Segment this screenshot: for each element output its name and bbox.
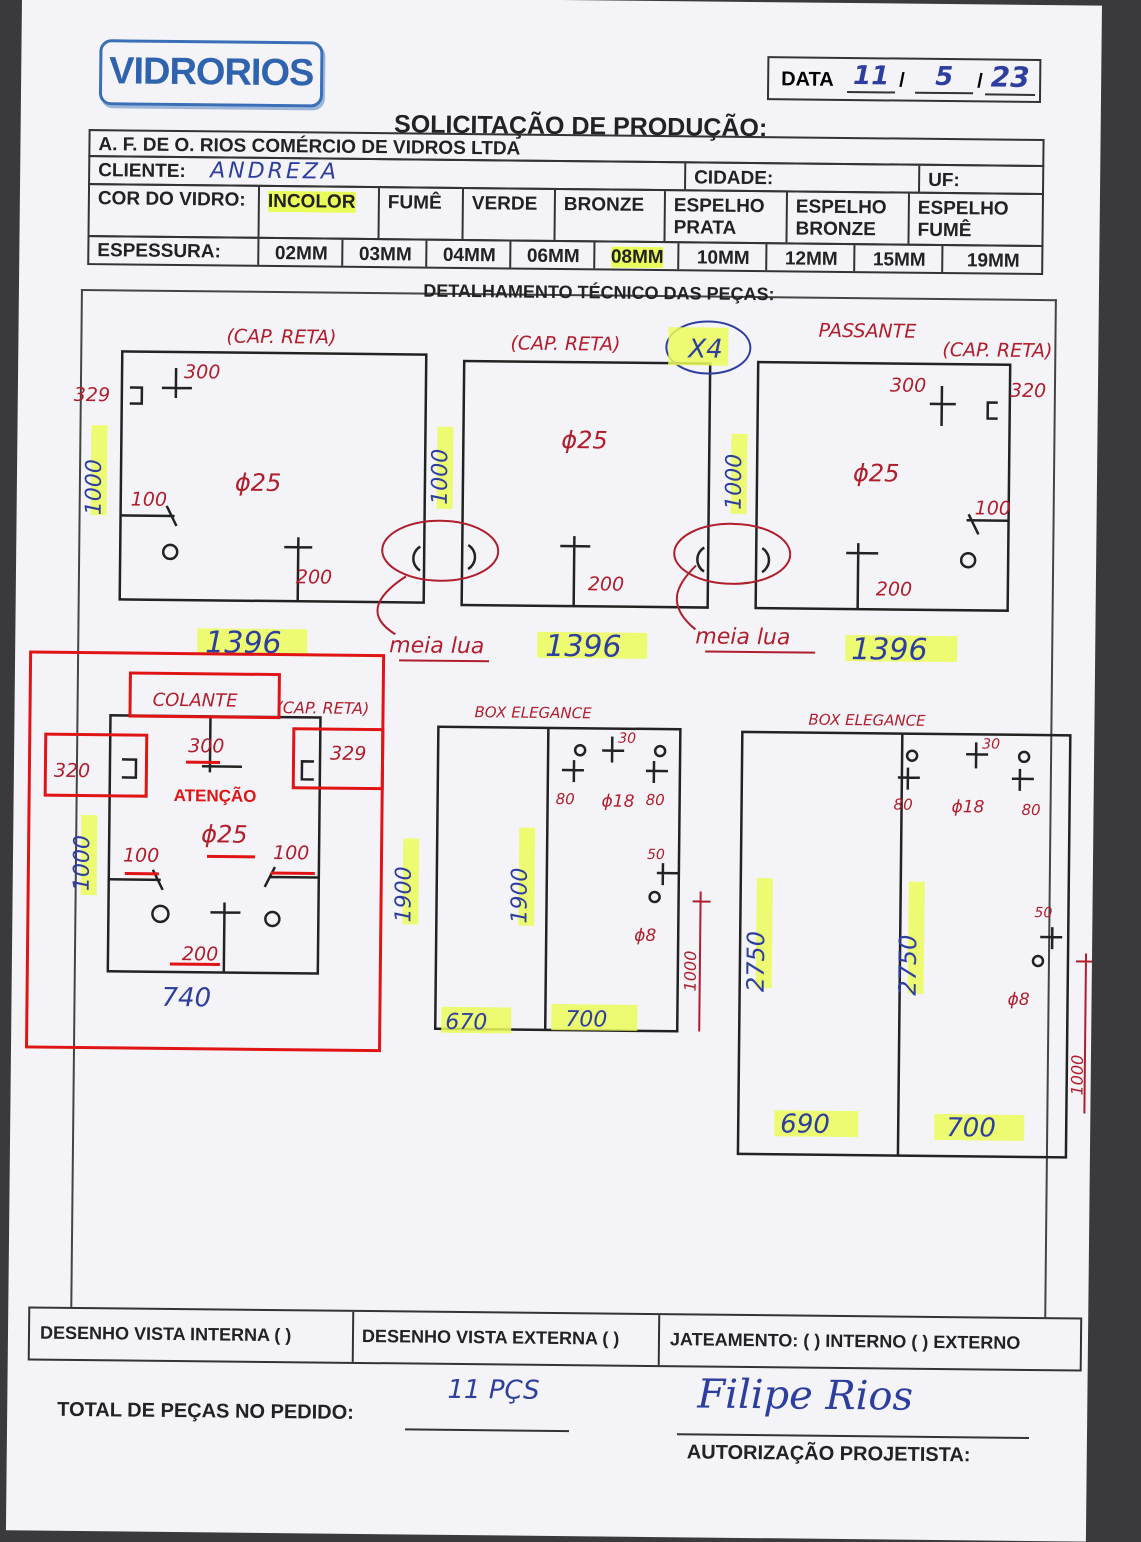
attention-label: ATENÇÃO <box>174 786 257 807</box>
footer-internal-view: DESENHO VISTA INTERNA ( ) <box>40 1323 292 1347</box>
attention-colante-box <box>128 672 280 720</box>
p3-note2: (CAP. RETA) <box>942 339 1052 362</box>
authorization-label: AUTORIZAÇÃO PROJETISTA: <box>687 1441 971 1467</box>
p6-hole: ϕ18 <box>951 797 984 817</box>
signature: Filipe Rios <box>697 1371 913 1419</box>
p3-width: 1396 <box>851 632 928 668</box>
p6-m80a: 80 <box>893 796 912 814</box>
p1-m2: 329 <box>74 384 110 406</box>
attention-right-hinge-box <box>292 727 385 790</box>
p5-hole2: ϕ8 <box>634 926 656 946</box>
piece-5-outline <box>435 727 680 1032</box>
p3-m4: 200 <box>876 578 912 600</box>
p1-height: 1000 <box>82 459 108 515</box>
p2-m4: 200 <box>588 573 624 595</box>
total-pieces-value: 11 PÇS <box>447 1375 539 1406</box>
p6-m50: 50 <box>1034 905 1052 921</box>
p3-hole: ϕ25 <box>853 459 900 487</box>
p1-m1: 300 <box>184 361 220 383</box>
p1-note: (CAP. RETA) <box>226 326 336 349</box>
p5-m30: 30 <box>618 731 636 747</box>
p2-width: 1396 <box>545 629 622 665</box>
piece-2-outline <box>462 361 711 608</box>
p5-m80a: 80 <box>556 790 575 808</box>
p6-hole2: ϕ8 <box>1007 990 1029 1010</box>
p6-m80b: 80 <box>1021 801 1040 819</box>
p2-hole: ϕ25 <box>561 426 608 454</box>
p6-note: BOX ELEGANCE <box>808 711 926 730</box>
half-moon-label-2: meia lua <box>695 624 790 650</box>
footer-external-view: DESENHO VISTA EXTERNA ( ) <box>362 1326 620 1350</box>
p5-width-b: 700 <box>565 1007 607 1032</box>
p5-m50: 50 <box>647 847 665 863</box>
p5-m80b: 80 <box>646 791 665 809</box>
total-pieces-label: TOTAL DE PEÇAS NO PEDIDO: <box>57 1399 354 1425</box>
p5-height-b: 1900 <box>507 867 533 923</box>
p3-m2: 320 <box>1010 380 1046 402</box>
p1-m3: 100 <box>131 489 167 511</box>
p2-height: 1000 <box>428 449 454 505</box>
p6-m30: 30 <box>982 736 1000 752</box>
p5-m1000: 1000 <box>681 951 700 992</box>
footer-options-row: DESENHO VISTA INTERNA ( ) DESENHO VISTA … <box>28 1306 1083 1371</box>
half-moon-circle-1 <box>382 520 499 581</box>
p1-hole: ϕ25 <box>235 469 282 497</box>
p3-m3: 100 <box>975 497 1011 519</box>
half-moon-label-1: meia lua <box>389 633 484 659</box>
p5-height-a: 1900 <box>391 866 417 922</box>
p5-width-a: 670 <box>445 1010 487 1035</box>
p2-qty: X4 <box>686 334 723 364</box>
p6-width-b: 700 <box>946 1113 996 1144</box>
p3-note: PASSANTE <box>818 320 916 343</box>
order-form-sheet: VIDRORIOS DATA 11 / 5 / 23 SOLICITAÇÃO D… <box>6 0 1102 1542</box>
p6-width-a: 690 <box>780 1109 830 1140</box>
p3-m1: 300 <box>890 374 926 396</box>
p6-m1000: 1000 <box>1068 1055 1087 1096</box>
attention-left-hinge-box <box>44 733 149 798</box>
half-moon-circle-2 <box>674 523 791 584</box>
p5-note: BOX ELEGANCE <box>474 703 592 722</box>
p3-height: 1000 <box>722 454 748 510</box>
p1-m4: 200 <box>296 566 332 588</box>
p6-height-a: 2750 <box>742 931 771 992</box>
p5-hole: ϕ18 <box>602 791 635 811</box>
p2-note: (CAP. RETA) <box>510 332 620 355</box>
p6-height-b: 2750 <box>894 934 923 995</box>
footer-sandblast: JATEAMENTO: ( ) INTERNO ( ) EXTERNO <box>670 1329 1021 1354</box>
